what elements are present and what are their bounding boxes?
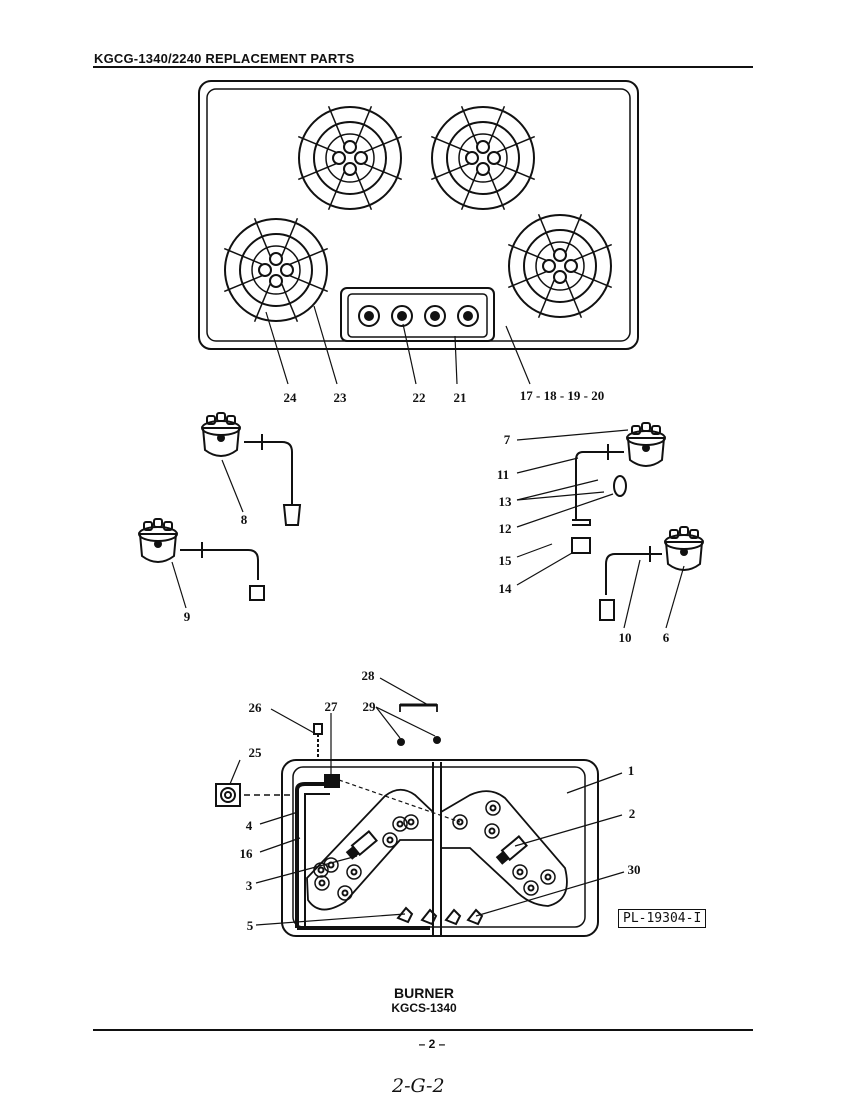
callout-label: 22 <box>413 390 426 405</box>
callout-label: 16 <box>240 846 254 861</box>
cooktop-outline <box>198 80 639 350</box>
callout-label: 3 <box>246 878 253 893</box>
handwritten-note: 2-G-2 <box>392 1075 445 1097</box>
diagram-caption-title: BURNER <box>394 985 454 1001</box>
callout-label: 1 <box>628 763 635 778</box>
igniter-module <box>399 703 438 712</box>
callout-label: 4 <box>246 818 253 833</box>
base-leaders <box>229 677 625 926</box>
callout-label: 24 <box>284 390 298 405</box>
plate-id-label: PL-19304-I <box>618 909 707 928</box>
page-header: KGCG-1340/2240 REPLACEMENT PARTS <box>94 51 355 66</box>
callout-label: 6 <box>663 630 670 645</box>
screw-icon <box>433 736 441 744</box>
orifice-icon <box>613 475 627 497</box>
burner-grate <box>223 217 329 323</box>
burner-head <box>664 526 704 571</box>
callout-label: 7 <box>504 432 511 447</box>
burner-grate <box>297 105 403 211</box>
callout-label: 25 <box>249 745 263 760</box>
burner-head <box>201 412 241 457</box>
callout-label: 14 <box>499 581 513 596</box>
cooktop-leaders <box>265 305 531 385</box>
wire-lead <box>313 723 323 760</box>
callout-label: 28 <box>362 668 376 683</box>
screw-icon <box>397 738 405 746</box>
knob-icon <box>391 305 413 327</box>
callout-label: 27 <box>325 699 339 714</box>
callout-label: 30 <box>628 862 641 877</box>
footer-rule <box>93 1029 753 1031</box>
callout-label: 21 <box>454 390 467 405</box>
callout-label: 17 - 18 - 19 - 20 <box>520 388 605 403</box>
callout-label: 11 <box>497 467 509 482</box>
callout-label: 2 <box>629 806 636 821</box>
burner-head <box>626 422 666 467</box>
burner-ports <box>313 800 556 901</box>
header-rule <box>93 66 753 68</box>
control-panel <box>340 287 495 342</box>
burner-assemblies <box>138 412 704 621</box>
callout-label: 29 <box>363 699 377 714</box>
knob-icon <box>457 305 479 327</box>
power-switch <box>215 783 290 807</box>
burner-head <box>138 518 178 563</box>
callout-label: 10 <box>619 630 632 645</box>
callout-label: 23 <box>334 390 348 405</box>
callout-label: 12 <box>499 521 512 536</box>
callout-label: 26 <box>249 700 263 715</box>
burner-grate <box>507 213 613 319</box>
callout-label: 8 <box>241 512 248 527</box>
burner-grates <box>223 105 613 323</box>
callout-label: 15 <box>499 553 513 568</box>
knob-icon <box>358 305 380 327</box>
air-shutter-icon <box>571 537 591 554</box>
burner-base-pan <box>281 759 599 937</box>
callout-label: 13 <box>499 494 513 509</box>
burner-grate <box>430 105 536 211</box>
diagram-caption-model: KGCS-1340 <box>391 1001 457 1015</box>
knob-icon <box>424 305 446 327</box>
callout-label: 5 <box>247 918 254 933</box>
callout-label: 9 <box>184 609 191 624</box>
page-number: – 2 – <box>418 1037 446 1051</box>
burner-leaders <box>171 429 685 629</box>
